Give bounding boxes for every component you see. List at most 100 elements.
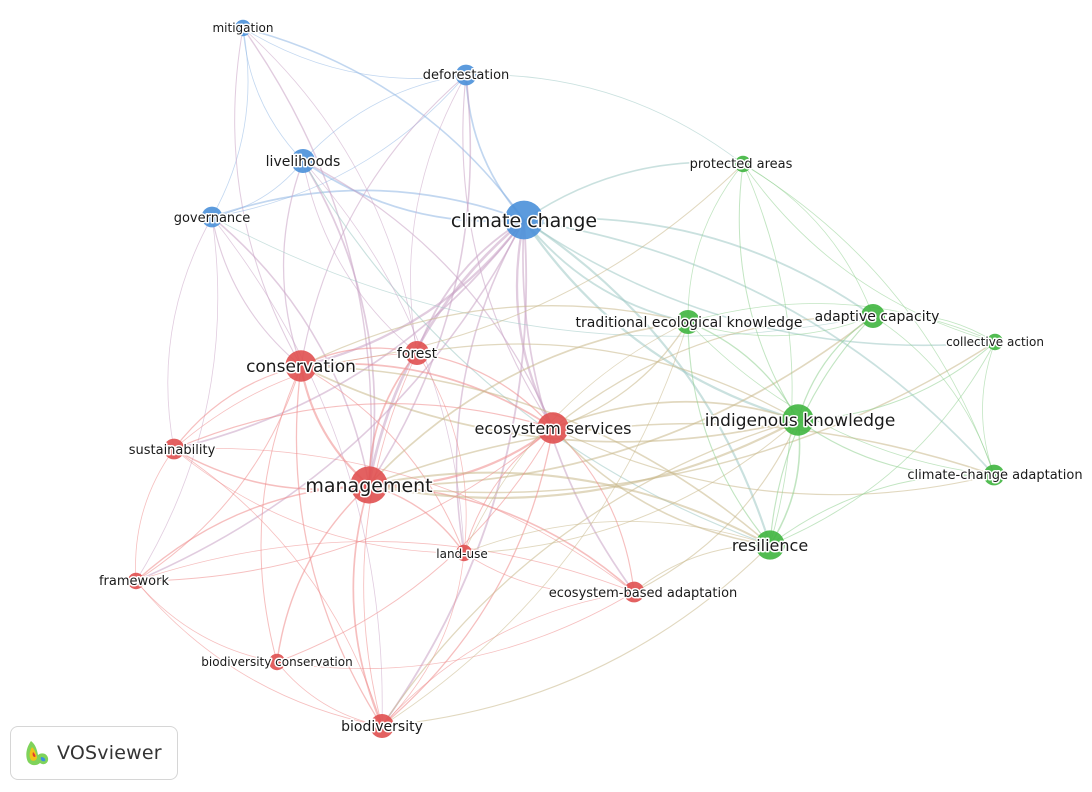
label-protected-areas[interactable]: protected areas: [688, 156, 794, 174]
edge-climate-change-governance: [211, 189, 525, 221]
edge-protected-areas-indigenous-knowledge: [738, 163, 799, 421]
edge-indigenous-knowledge-climate-change-adaptation: [797, 419, 995, 477]
edge-sustainability-ecosystem-based-adaptation: [173, 447, 635, 593]
edge-governance-sustainability: [167, 216, 213, 450]
label-conservation[interactable]: conservation: [245, 356, 358, 379]
label-livelihoods[interactable]: livelihoods: [264, 153, 342, 172]
edge-collective-action-climate-change-adaptation: [982, 341, 996, 476]
edge-collective-action-resilience: [769, 341, 996, 546]
node-climate-change-adaptation[interactable]: [983, 464, 1005, 486]
edge-climate-change-biodiversity: [381, 219, 528, 727]
label-deforestation[interactable]: deforestation: [421, 67, 511, 85]
node-climate-change[interactable]: [504, 200, 544, 240]
edge-governance-management: [211, 216, 370, 486]
node-forest[interactable]: [405, 341, 429, 365]
node-sustainability[interactable]: [163, 438, 185, 460]
node-indigenous-knowledge[interactable]: [782, 404, 814, 436]
vosviewer-badge[interactable]: VOSviewer: [10, 726, 178, 780]
edge-framework-ecosystem-based-adaptation: [135, 541, 635, 593]
node-governance[interactable]: [201, 206, 223, 228]
label-governance[interactable]: governance: [172, 210, 252, 228]
edge-climate-change-sustainability: [173, 219, 525, 450]
edge-conservation-biodiversity: [295, 365, 383, 727]
edge-deforestation-ecosystem-services: [462, 74, 554, 429]
edge-conservation-biodiversity-conservation: [260, 365, 302, 663]
edge-climate-change-adaptive-capacity: [523, 217, 874, 317]
edge-forest-ecosystem-services: [416, 352, 554, 429]
node-collective-action[interactable]: [986, 333, 1004, 351]
edge-biodiversity-biodiversity-conservation: [276, 661, 383, 727]
label-framework[interactable]: framework: [97, 573, 170, 591]
node-adaptive-capacity[interactable]: [861, 304, 885, 328]
edge-ecosystem-services-ecosystem-based-adaptation: [552, 427, 635, 593]
node-management[interactable]: [350, 466, 388, 504]
node-land-use[interactable]: [455, 544, 473, 562]
label-forest[interactable]: forest: [395, 345, 439, 364]
label-land-use[interactable]: land-use: [435, 546, 489, 563]
edge-deforestation-management: [368, 74, 472, 486]
label-collective-action[interactable]: collective action: [945, 334, 1046, 351]
label-ecosystem-services[interactable]: ecosystem services: [473, 418, 633, 440]
node-livelihoods[interactable]: [291, 149, 315, 173]
edge-protected-areas-collective-action: [742, 163, 996, 343]
label-sustainability[interactable]: sustainability: [127, 442, 217, 460]
nodes-layer: [127, 19, 1005, 738]
label-ecosystem-based-adaptation[interactable]: ecosystem-based adaptation: [547, 585, 739, 603]
edge-traditional-ecological-knowledge-indigenous-knowledge: [687, 321, 799, 421]
label-resilience[interactable]: resilience: [730, 535, 809, 557]
edge-ecosystem-services-indigenous-knowledge: [552, 400, 799, 429]
node-ecosystem-based-adaptation[interactable]: [623, 581, 645, 603]
label-biodiversity-conservation[interactable]: biodiversity conservation: [200, 654, 354, 671]
node-framework[interactable]: [127, 572, 145, 590]
edge-ecosystem-services-land-use: [463, 427, 554, 554]
edge-conservation-land-use: [300, 365, 465, 554]
edge-land-use-resilience: [463, 520, 771, 554]
edge-governance-conservation: [211, 216, 302, 367]
edge-management-resilience: [368, 471, 771, 546]
edge-ecosystem-services-adaptive-capacity: [552, 315, 874, 429]
edge-biodiversity-indigenous-knowledge: [381, 419, 799, 727]
edge-forest-land-use: [416, 352, 467, 554]
edge-protected-areas-resilience: [742, 163, 793, 546]
edge-ecosystem-based-adaptation-biodiversity-conservation: [276, 591, 635, 669]
label-climate-change-adaptation[interactable]: climate-change adaptation: [906, 467, 1084, 485]
node-protected-areas[interactable]: [734, 155, 752, 173]
node-ecosystem-services[interactable]: [537, 412, 569, 444]
label-indigenous-knowledge[interactable]: indigenous knowledge: [703, 410, 897, 433]
edge-management-indigenous-knowledge: [368, 419, 799, 499]
edge-adaptive-capacity-climate-change-adaptation: [872, 315, 995, 476]
edge-framework-biodiversity-conservation: [135, 580, 278, 663]
edge-livelihoods-conservation: [282, 160, 304, 367]
edge-ecosystem-services-resilience: [552, 427, 771, 546]
edge-climate-change-resilience: [523, 219, 772, 546]
edge-governance-biodiversity: [211, 216, 383, 727]
node-biodiversity[interactable]: [370, 714, 394, 738]
edge-deforestation-protected-areas: [465, 74, 744, 165]
node-conservation[interactable]: [285, 350, 317, 382]
label-traditional-ecological-knowledge[interactable]: traditional ecological knowledge: [574, 314, 804, 333]
labels-layer: mitigation deforestation livelihoods govern…: [97, 20, 1084, 737]
edge-framework-biodiversity: [135, 580, 383, 727]
label-climate-change[interactable]: climate change: [449, 209, 598, 234]
edge-climate-change-climate-change-adaptation: [523, 219, 995, 476]
edge-climate-change-mitigation: [242, 27, 525, 221]
edge-traditional-ecological-knowledge-climate-change-adaptation: [687, 321, 995, 476]
edge-deforestation-forest: [410, 74, 467, 354]
edge-mitigation-forest: [242, 27, 418, 354]
edge-livelihoods-forest: [302, 160, 418, 354]
node-traditional-ecological-knowledge[interactable]: [676, 310, 700, 334]
label-management[interactable]: management: [304, 474, 434, 499]
edge-ecosystem-based-adaptation-indigenous-knowledge: [633, 419, 799, 593]
node-resilience[interactable]: [755, 530, 785, 560]
edge-forest-sustainability: [173, 352, 418, 450]
label-adaptive-capacity[interactable]: adaptive capacity: [813, 308, 941, 327]
label-biodiversity[interactable]: biodiversity: [340, 718, 425, 737]
label-mitigation[interactable]: mitigation: [211, 20, 275, 37]
node-mitigation[interactable]: [234, 19, 252, 37]
edge-governance-framework: [135, 216, 219, 582]
edge-land-use-ecosystem-based-adaptation: [463, 552, 635, 595]
node-deforestation[interactable]: [455, 64, 477, 86]
edge-ecosystem-services-biodiversity-conservation: [276, 427, 554, 663]
node-biodiversity-conservation[interactable]: [268, 653, 286, 671]
edge-mitigation-management: [242, 27, 372, 486]
